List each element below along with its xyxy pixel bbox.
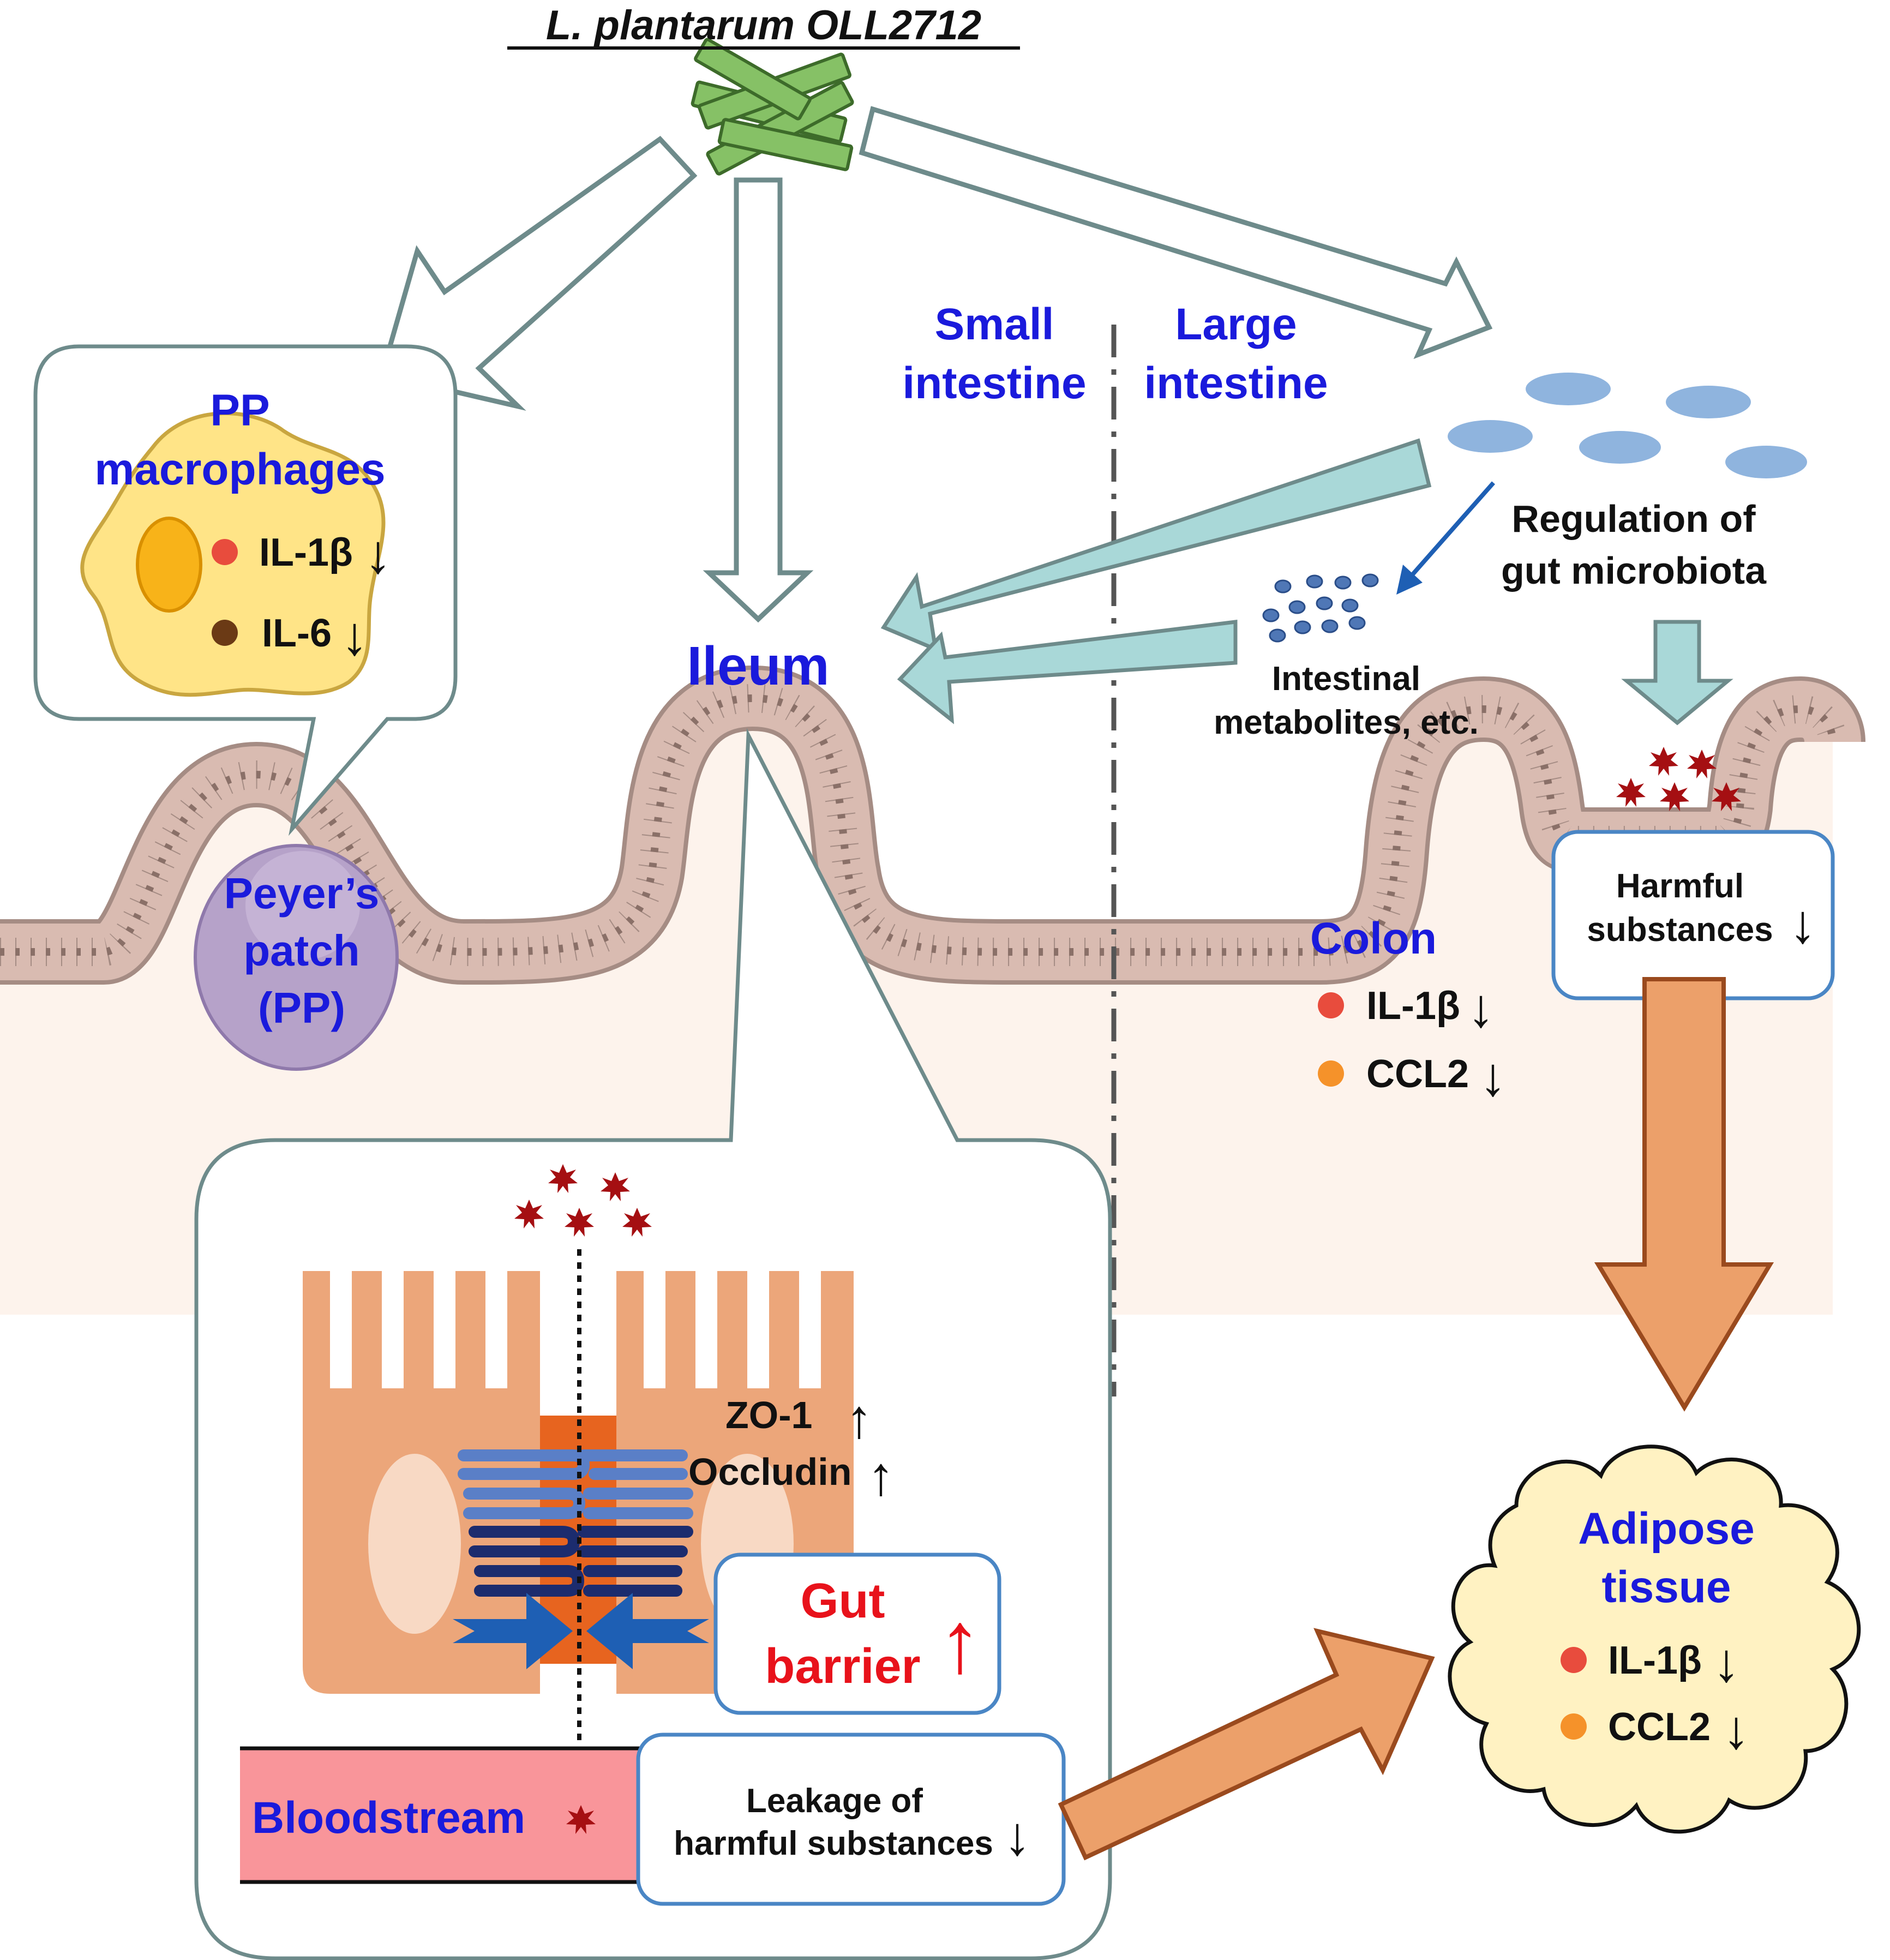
left-compression-arrow: [453, 1593, 573, 1669]
adipose-il1b-arrow: ↓: [1713, 1632, 1740, 1693]
svg-text:intestine: intestine: [902, 358, 1086, 408]
small-intestine-label: Small intestine: [902, 299, 1086, 408]
tight-junction-proteins: [458, 1449, 693, 1597]
leakage-line2: harmful substances: [674, 1825, 993, 1862]
metabolites-label: Intestinal metabolites, etc.: [1214, 660, 1479, 741]
microbiota-label: Regulation of gut microbiota: [1501, 498, 1767, 592]
svg-text:tissue: tissue: [1602, 1562, 1731, 1612]
gut-barrier-box: [713, 1553, 1001, 1715]
pp-macrophages-title: PP macrophages: [94, 386, 385, 494]
svg-text:intestine: intestine: [1144, 358, 1328, 408]
gut-microbiota-icon: [1448, 373, 1807, 478]
pp-il1b-arrow: ↓: [364, 524, 392, 585]
il1b-dot: [212, 539, 238, 565]
svg-text:gut microbiota: gut microbiota: [1501, 549, 1767, 592]
svg-text:Adipose: Adipose: [1578, 1504, 1754, 1554]
svg-text:macrophages: macrophages: [94, 445, 385, 494]
colon-il1b-arrow: ↓: [1467, 978, 1495, 1039]
svg-text:Intestinal: Intestinal: [1272, 660, 1420, 698]
svg-text:Small: Small: [935, 299, 1054, 349]
ileum-label: Ileum: [687, 636, 829, 697]
arrow-to-pp: [379, 136, 698, 411]
colon-title: Colon: [1310, 914, 1437, 963]
adipose-il1b-dot: [1561, 1647, 1587, 1673]
harmful-arrow: ↓: [1789, 894, 1816, 955]
pp-il6-label: IL-6: [262, 612, 332, 655]
adipose-il1b-label: IL-1β: [1608, 1639, 1702, 1682]
harmful-line2: substances: [1587, 911, 1773, 949]
svg-text:Regulation of: Regulation of: [1511, 498, 1756, 540]
svg-text:patch: patch: [243, 926, 359, 975]
colon-il1b-dot: [1318, 992, 1344, 1018]
arrow-to-ileum: [703, 177, 814, 623]
gut-barrier-arrow: ↑: [938, 1593, 982, 1691]
occludin-label: Occludin: [688, 1450, 851, 1493]
diagram-title: L. plantarum OLL2712: [546, 2, 981, 49]
bloodstream: [240, 1746, 671, 1884]
svg-text:(PP): (PP): [258, 984, 345, 1032]
arrow-metabolites-to-ileum: [897, 620, 1238, 724]
adipose-ccl2-label: CCL2: [1608, 1705, 1711, 1749]
arrow-to-harmful: [1621, 620, 1733, 726]
metabolite-arrow: [1396, 481, 1495, 595]
colon-il1b-label: IL-1β: [1366, 984, 1460, 1028]
svg-text:PP: PP: [210, 386, 269, 435]
pp-il6-arrow: ↓: [341, 606, 368, 667]
leakage-arrow: ↓: [1004, 1806, 1031, 1867]
adipose-ccl2-dot: [1561, 1713, 1587, 1740]
zo1-arrow: ↑: [845, 1388, 873, 1449]
macrophage-nucleus: [136, 517, 202, 613]
arrow-blood-to-adipose: [1058, 1628, 1435, 1861]
gut-barrier-line2: barrier: [765, 1639, 920, 1694]
adipose-tissue: [1448, 1444, 1861, 1834]
adipose-ccl2-arrow: ↓: [1723, 1699, 1750, 1760]
bloodstream-label: Bloodstream: [252, 1793, 525, 1843]
metabolites-icon: [1262, 573, 1379, 643]
colon-ccl2-dot: [1318, 1060, 1344, 1087]
il6-dot: [212, 620, 238, 646]
leakage-box: [636, 1733, 1066, 1906]
leakage-line1: Leakage of: [746, 1782, 923, 1820]
gut-barrier-line1: Gut: [801, 1574, 885, 1628]
peyers-patch: Peyer’s patch (PP): [194, 844, 399, 1071]
zo1-label: ZO-1: [725, 1394, 812, 1436]
occludin-arrow: ↑: [867, 1446, 895, 1507]
arrow-harmful-to-adipose: [1594, 977, 1774, 1412]
colon-ccl2-arrow: ↓: [1479, 1046, 1507, 1107]
bacteria-icon: [691, 38, 854, 176]
svg-text:Peyer’s: Peyer’s: [224, 869, 380, 918]
harmful-line1: Harmful: [1616, 867, 1744, 905]
arrow-to-microbiota: [859, 106, 1493, 359]
adipose-title: Adipose tissue: [1578, 1504, 1754, 1612]
large-intestine-label: Large intestine: [1144, 299, 1328, 408]
arrow-microbiota-to-ileum: [880, 438, 1432, 652]
svg-text:metabolites, etc.: metabolites, etc.: [1214, 704, 1479, 741]
colon-ccl2-label: CCL2: [1366, 1052, 1469, 1096]
svg-text:Large: Large: [1175, 299, 1297, 349]
right-compression-arrow: [586, 1593, 709, 1669]
pp-il1b-label: IL-1β: [259, 531, 353, 574]
